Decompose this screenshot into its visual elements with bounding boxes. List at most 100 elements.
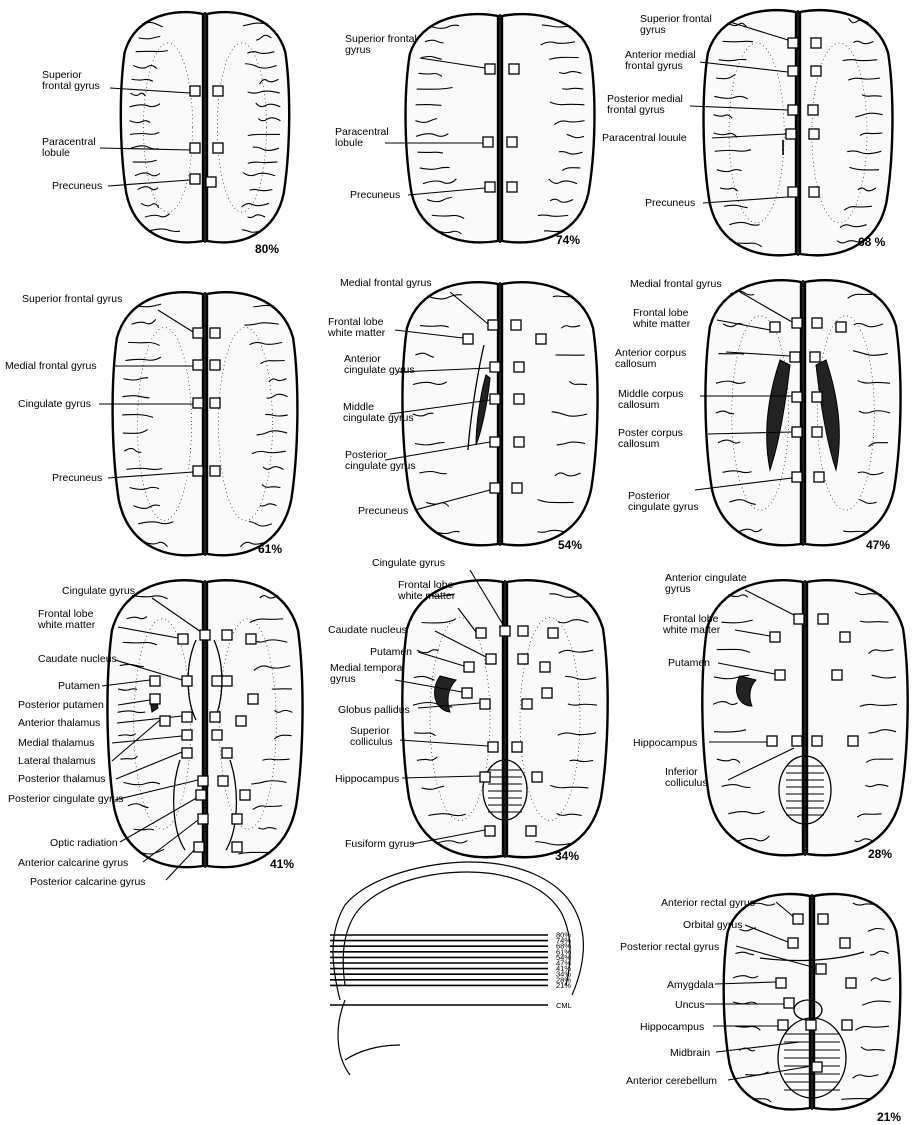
panel-21: Anterior rectal gyrusOrbital gyrusPoster… <box>620 894 901 1124</box>
roi-box <box>182 730 192 740</box>
slice-level-label: 47% <box>866 538 890 552</box>
cut-level-label: 21% <box>556 981 571 990</box>
roi-box <box>848 736 858 746</box>
roi-box <box>182 676 192 686</box>
roi-box <box>190 143 200 153</box>
structure-label: white matter <box>397 590 456 602</box>
structure-label: Putamen <box>58 680 100 692</box>
structure-label: Putamen <box>370 646 412 658</box>
roi-box <box>240 790 250 800</box>
roi-box <box>548 628 558 638</box>
roi-box <box>193 328 203 338</box>
brain-slice <box>705 280 900 546</box>
roi-box <box>775 670 785 680</box>
roi-box <box>483 137 493 147</box>
roi-box <box>809 129 819 139</box>
roi-box <box>210 360 220 370</box>
panel-41: Cingulate gyrusFrontal lobewhite matterC… <box>8 580 303 888</box>
structure-label: Caudate nucleus <box>328 624 407 636</box>
slice-level-label: 61% <box>258 542 282 556</box>
roi-box <box>767 736 777 746</box>
left-hemisphere <box>113 292 203 555</box>
roi-box <box>540 662 550 672</box>
roi-box <box>776 978 786 988</box>
roi-box <box>846 978 856 988</box>
roi-box <box>836 322 846 332</box>
right-hemisphere <box>207 12 289 242</box>
structure-label: cingulate gyrus <box>343 412 414 424</box>
roi-box <box>818 914 828 924</box>
roi-box <box>812 392 822 402</box>
structure-label: callosum <box>618 438 660 450</box>
structure-label: Anterior rectal gyrus <box>661 897 755 909</box>
roi-box <box>794 614 804 624</box>
roi-box <box>792 736 802 746</box>
roi-box <box>500 626 510 636</box>
structure-label: white matter <box>662 624 721 636</box>
right-hemisphere <box>207 580 303 867</box>
structure-label: Hippocampus <box>640 1021 704 1033</box>
left-hemisphere <box>402 580 503 857</box>
structure-label: colliculus <box>665 777 708 789</box>
roi-box <box>511 320 521 330</box>
roi-box <box>512 742 522 752</box>
roi-box <box>792 392 802 402</box>
roi-box <box>488 320 498 330</box>
structure-label: Medial frontal gyrus <box>630 278 722 290</box>
structure-label: gyrus <box>345 44 371 56</box>
roi-box <box>160 716 170 726</box>
slice-level-schematic: 80%74%68%61%54%47%41%34%28%21%CML <box>330 862 583 1075</box>
structure-label: Medial frontal gyrus <box>340 277 432 289</box>
roi-box <box>194 842 204 852</box>
panel-80: Superiorfrontal gyrusParacentrallobulePr… <box>42 12 289 256</box>
structure-label: gyrus <box>330 673 356 685</box>
roi-box <box>518 626 528 636</box>
structure-label: Anterior cerebellum <box>626 1075 717 1087</box>
roi-box <box>522 699 532 709</box>
structure-label: white matter <box>327 327 386 339</box>
roi-box <box>210 712 220 722</box>
structure-label: cingulate gyrus <box>628 501 699 513</box>
roi-box <box>788 187 798 197</box>
roi-box <box>812 736 822 746</box>
structure-label: Hippocampus <box>335 773 399 785</box>
roi-box <box>792 318 802 328</box>
structure-label: Cingulate gyrus <box>62 585 135 597</box>
panel-47: Medial frontal gyrusFrontal lobewhite ma… <box>615 278 901 552</box>
roi-box <box>790 352 800 362</box>
roi-box <box>788 105 798 115</box>
roi-box <box>178 634 188 644</box>
slice-level-label: 41% <box>270 857 294 871</box>
roi-box <box>486 654 496 664</box>
roi-box <box>248 694 258 704</box>
roi-box <box>212 730 222 740</box>
structure-label: Lateral thalamus <box>18 755 96 767</box>
roi-box <box>808 105 818 115</box>
roi-box <box>840 632 850 642</box>
structure-label: Precuneus <box>52 472 102 484</box>
roi-box <box>476 628 486 638</box>
structure-label: Amygdala <box>667 979 714 991</box>
roi-box <box>490 394 500 404</box>
roi-box <box>507 137 517 147</box>
structure-label: cingulate gyrus <box>345 460 416 472</box>
roi-box <box>485 826 495 836</box>
roi-box <box>518 654 528 664</box>
roi-box <box>193 398 203 408</box>
right-hemisphere <box>502 14 594 242</box>
roi-box <box>206 177 216 187</box>
roi-box <box>514 362 524 372</box>
slice-level-label: 21% <box>877 1110 901 1124</box>
structure-label: Precuneus <box>358 505 408 517</box>
roi-box <box>818 614 828 624</box>
structure-label: Anterior thalamus <box>18 717 100 729</box>
brain-slice <box>402 580 607 858</box>
structure-label: Precuneus <box>350 189 400 201</box>
brain-slice <box>406 14 595 243</box>
roi-box <box>190 86 200 96</box>
roi-box <box>480 772 490 782</box>
right-hemisphere <box>507 580 608 857</box>
structure-label: Precuneus <box>645 197 695 209</box>
roi-box <box>786 129 796 139</box>
roi-box <box>793 914 803 924</box>
